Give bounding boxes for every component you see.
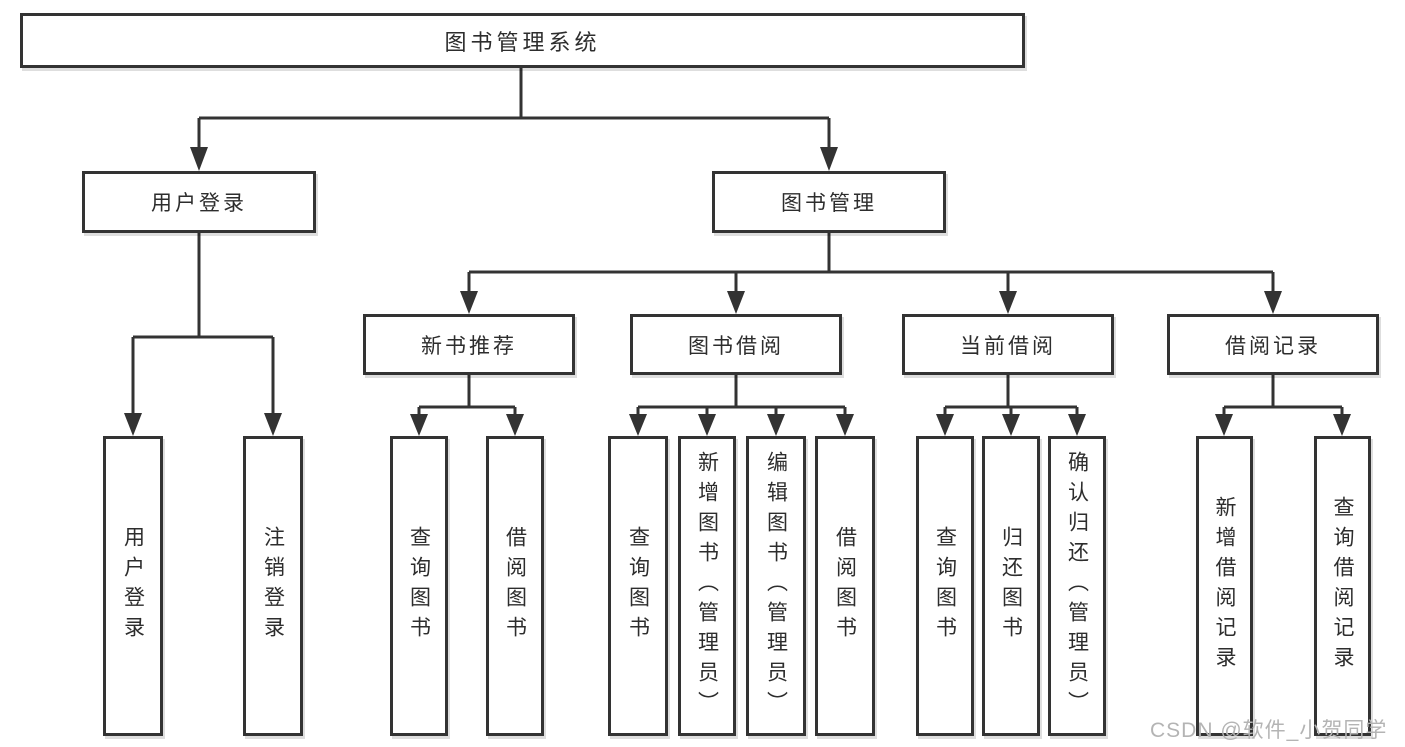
node-label: 查询图书 [407,526,431,646]
leaf-current-confirm-return-admin: 确认归还（管理员） [1048,436,1106,736]
node-book-management: 图书管理 [712,171,946,233]
leaf-records-query-record: 查询借阅记录 [1314,436,1371,736]
node-label: 新增图书（管理员） [695,451,719,721]
node-new-book-recommend: 新书推荐 [363,314,575,375]
leaf-user-login: 用户登录 [103,436,163,736]
node-current-borrowing: 当前借阅 [902,314,1114,375]
leaf-current-query-books: 查询图书 [916,436,974,736]
node-label: 借阅记录 [1225,334,1321,358]
watermark: CSDN @软件_小贺同学 [1150,719,1388,742]
node-label: 查询图书 [626,526,650,646]
node-root: 图书管理系统 [20,13,1025,68]
node-book-borrowing: 图书借阅 [630,314,842,375]
node-label: 查询借阅记录 [1331,496,1354,676]
node-label: 新书推荐 [421,334,517,358]
leaf-borrowing-query-books: 查询图书 [608,436,668,736]
node-label: 归还图书 [999,526,1023,646]
node-label: 注销登录 [261,526,285,646]
node-label: 新增借阅记录 [1213,496,1236,676]
node-label: 查询图书 [933,526,957,646]
leaf-recommend-borrow-books: 借阅图书 [486,436,544,736]
leaf-current-return-books: 归还图书 [982,436,1040,736]
leaf-borrowing-borrow-books: 借阅图书 [815,436,875,736]
node-label: 借阅图书 [833,526,857,646]
node-user-login: 用户登录 [82,171,316,233]
node-label: 借阅图书 [503,526,527,646]
arrowheads [124,147,1351,436]
node-label: 用户登录 [121,526,145,646]
node-label: 图书管理 [781,192,877,215]
node-label: 确认归还（管理员） [1065,451,1089,721]
node-label: 当前借阅 [960,334,1056,358]
node-label: 编辑图书（管理员） [764,451,788,721]
leaf-records-add-record: 新增借阅记录 [1196,436,1253,736]
node-label: 用户登录 [151,192,247,215]
node-borrowing-records: 借阅记录 [1167,314,1379,375]
node-label: 图书借阅 [688,334,784,358]
leaf-logout: 注销登录 [243,436,303,736]
leaf-recommend-query-books: 查询图书 [390,436,448,736]
node-label: 图书管理系统 [444,29,601,55]
leaf-borrowing-add-books-admin: 新增图书（管理员） [678,436,736,736]
leaf-borrowing-edit-books-admin: 编辑图书（管理员） [746,436,806,736]
